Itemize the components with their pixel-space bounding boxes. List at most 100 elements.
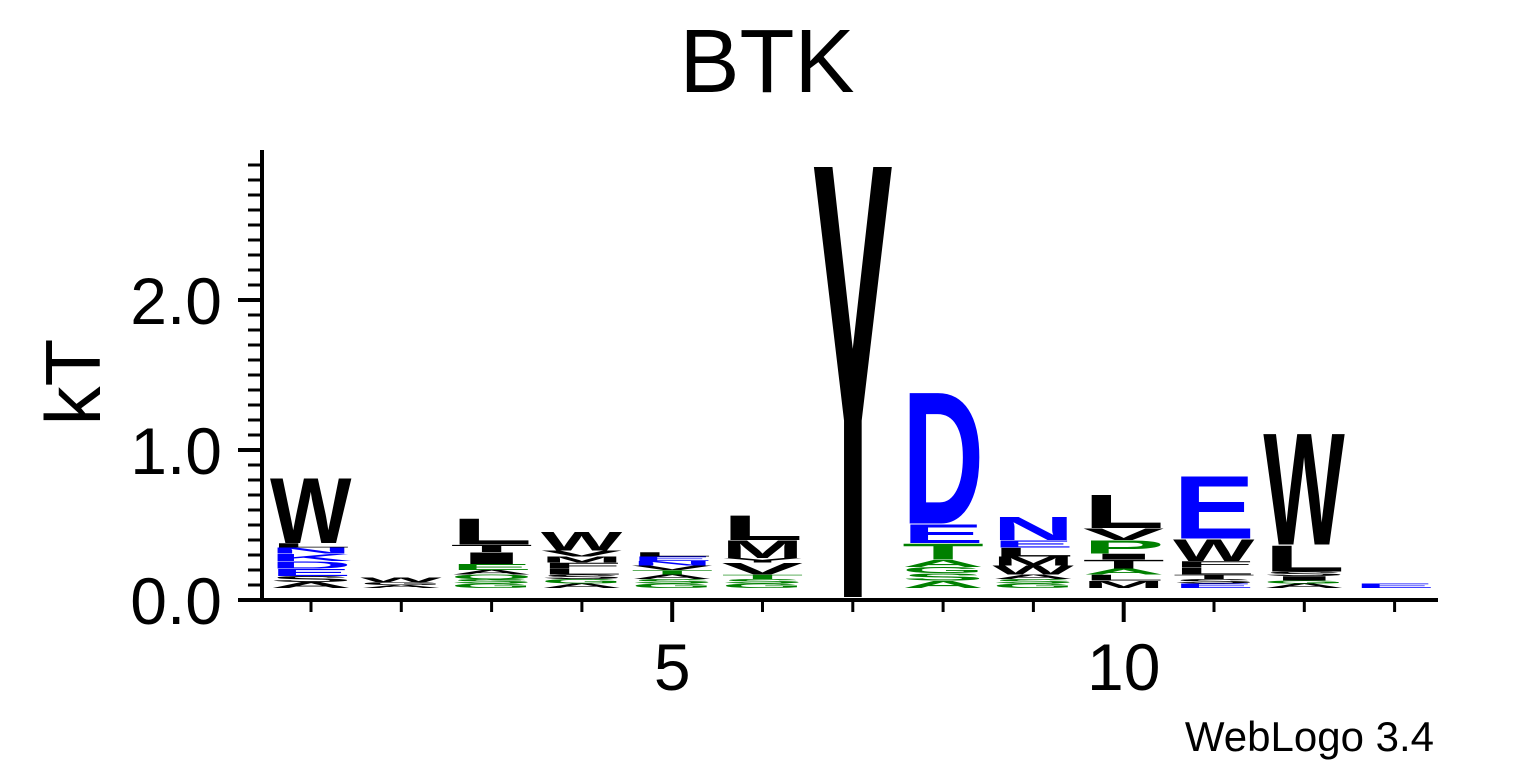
logo-letter: V [1083, 525, 1165, 544]
logo-letter: N [631, 560, 713, 567]
logo-letter: L [1083, 573, 1165, 582]
x-tick-label: 10 [1087, 630, 1160, 704]
logo-letter: S [451, 578, 533, 585]
logo-letter: L [631, 551, 713, 558]
logo-letter: K [270, 552, 352, 564]
logo-letter: E [902, 518, 984, 548]
logo-letter: S [541, 573, 623, 580]
logo-letter: V [541, 549, 623, 558]
logo-letter: S [631, 578, 713, 585]
logo-letter: L [1083, 485, 1165, 538]
logo-letter: G [1263, 580, 1345, 585]
logo-letter: G [902, 565, 984, 574]
logo-letter: W [270, 459, 351, 564]
logo-letter: W [992, 563, 1075, 577]
logo-letter: E [631, 555, 713, 562]
logo-letter: Q [451, 573, 533, 580]
weblogo-credit: WebLogo 3.4 [1185, 713, 1434, 760]
logo-letter: G [451, 582, 533, 589]
logo-letter: D [270, 559, 352, 571]
logo-letter: T [451, 543, 533, 555]
logo-letter: N [992, 510, 1074, 547]
logo-letter: G [992, 582, 1074, 589]
logo-letter: S [722, 578, 804, 585]
logo-letter: T [631, 569, 713, 576]
logo-letter: G [631, 582, 713, 589]
logo-letter: W [1173, 533, 1255, 568]
logo-letter: S [1263, 570, 1345, 577]
logo-letter: W [1263, 400, 1345, 579]
logo-letter: P [1083, 536, 1165, 557]
logo-letter: M [541, 555, 623, 564]
logo-letter: V [722, 559, 804, 578]
logo-letter: Y [812, 32, 894, 730]
logo-letter: L [541, 567, 623, 576]
logo-letter: G [722, 582, 804, 589]
logo-letter: A [902, 558, 984, 570]
y-tick-label: 2.0 [130, 264, 222, 338]
logo-letter: I [1263, 575, 1345, 582]
logo-letter: Y [722, 557, 804, 564]
logo-letter: G [360, 581, 442, 586]
logo-letter: T [1083, 557, 1165, 571]
logo-letter: D [902, 354, 984, 565]
logo-letter: L [270, 542, 352, 549]
logo-letter: S [902, 571, 984, 583]
x-axis-ticks: 5 10 [309, 600, 1397, 704]
logo-letter: M [722, 536, 804, 564]
logo-column: Y [812, 32, 894, 730]
logo-letter: E [1173, 582, 1255, 589]
logo-letter: L [992, 545, 1074, 559]
logo-letter: I [1083, 552, 1165, 561]
logo-letter: S [1173, 578, 1255, 585]
logo-letter: W [360, 576, 442, 583]
x-tick-label: 5 [654, 630, 691, 704]
logo-letter: A [541, 582, 623, 589]
logo-column: E [1354, 582, 1436, 589]
logo-letter: A [1083, 567, 1165, 576]
y-axis-label: kT [29, 339, 117, 426]
logo-letter: M [992, 554, 1074, 568]
y-tick-label: 0.0 [130, 564, 222, 638]
logo-letter: N [270, 546, 352, 555]
logo-letter: E [451, 563, 533, 572]
plot-area: ASEDKNLWAGWGSQAEITLAGSLFMVWGSATVNELGSTVY… [270, 32, 1436, 730]
logo-letter: L [1263, 538, 1345, 580]
chart-title: BTK [679, 12, 854, 112]
logo-letter: E [992, 538, 1074, 550]
logo-letter: S [992, 578, 1074, 585]
logo-letter: S [270, 575, 352, 584]
logo-letter: V [631, 564, 713, 571]
logo-letter: E [1354, 582, 1436, 589]
logo-letter: L [451, 511, 533, 553]
logo-letter: A [360, 584, 442, 589]
logo-letter: A [270, 581, 352, 590]
logo-letter: E [1173, 458, 1255, 558]
logo-letter: L [1173, 565, 1255, 577]
logo-letter: T [1173, 573, 1255, 580]
logo-letter: A [902, 579, 984, 591]
logo-letter: L [722, 508, 804, 548]
logo-letter: A [992, 573, 1074, 580]
logo-letter: F [1173, 560, 1255, 569]
logo-letter: M [1083, 579, 1165, 591]
logo-column: AGW [360, 576, 442, 589]
y-tick-label: 1.0 [130, 414, 222, 488]
logo-letter: I [451, 549, 533, 568]
logo-letter: A [631, 573, 713, 580]
y-axis-ticks: 0.0 1.0 2.0 [130, 163, 262, 638]
logo-letter: E [270, 567, 352, 579]
logo-letter: W [541, 526, 623, 556]
logo-letter: G [541, 578, 623, 585]
